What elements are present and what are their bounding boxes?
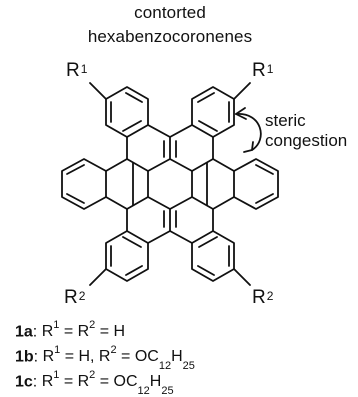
compound-1a-desc: R1 = R2 = H [41,319,126,341]
benzo-ring-top-right-inner [197,92,230,132]
steric-arrowhead-bottom [243,141,254,153]
central-ring [147,158,193,210]
inner-ring-right [212,158,235,210]
annotation-line-2: congestion [265,131,348,150]
steric-arrowhead-top [235,107,247,120]
steric-arrow [235,113,262,151]
inner-ring-left [105,158,128,210]
benzo-ring-top-right [191,86,235,138]
benzo-ring-bottom-left [105,230,149,282]
benzo-ring-right [233,158,279,210]
compound-1c-desc: R1 = R2 = OC12H25 [41,369,174,397]
benzo-ring-left-inner [66,164,85,204]
title-line-2: hexabenzocoronenes [87,27,253,46]
substituent-r1-right: R1 [252,60,274,81]
benzo-ring-top-left-inner [110,92,143,132]
annotation-line-1: steric [265,111,306,130]
benzo-ring-top-left [105,86,149,138]
inner-ring-bottom-left [126,208,171,244]
inner-ring-top-left [126,124,171,160]
benzo-ring-bottom-left-inner [110,236,143,276]
compound-1b-desc: R1 = H, R2 = OC12H25 [42,344,195,372]
benzo-ring-right-inner [255,164,274,204]
benzo-ring-bottom-right-inner [197,236,230,276]
benzo-ring-bottom-right [191,230,235,282]
substituent-r2-left: R2 [64,287,86,308]
compound-1b: 1b: R1 = H, R2 = OC12H25 [15,344,195,372]
inner-double-bonds [132,140,208,228]
compound-1a: 1a: R1 = R2 = H [15,319,126,341]
inner-ring-top-right [169,124,214,160]
inner-ring-bottom-right [169,208,214,244]
substituent-bonds [89,82,251,286]
substituent-r1-left: R1 [66,60,88,81]
compound-1c: 1c: R1 = R2 = OC12H25 [15,369,174,397]
title-line-1: contorted [134,3,206,22]
substituent-r2-right: R2 [252,287,274,308]
benzo-ring-left [61,158,107,210]
spokes [126,136,214,232]
